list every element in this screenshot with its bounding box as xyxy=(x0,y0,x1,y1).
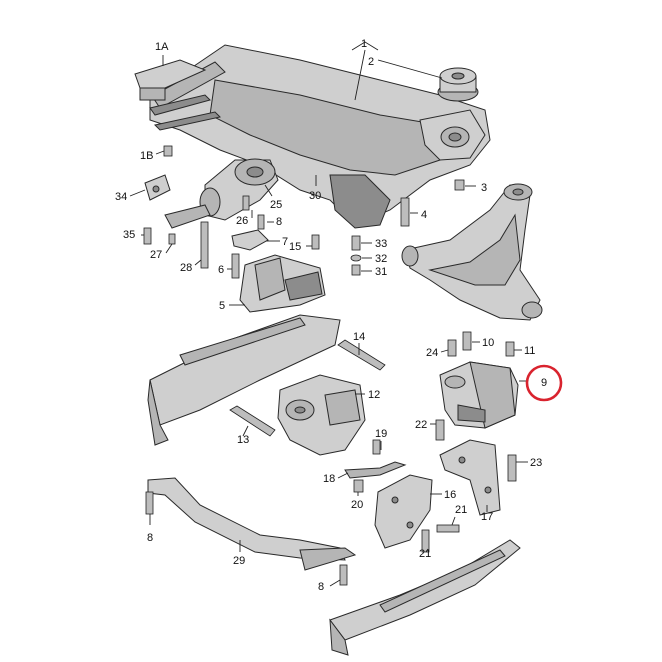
callout-24: 24 xyxy=(426,347,438,359)
callout-6: 6 xyxy=(218,264,224,276)
leader-lines xyxy=(129,41,528,587)
callout-21-upper: 21 xyxy=(455,504,467,516)
callout-26: 26 xyxy=(236,215,248,227)
callout-15: 15 xyxy=(289,241,301,253)
callout-23: 23 xyxy=(530,457,542,469)
callout-4: 4 xyxy=(421,209,427,221)
bracket-1a xyxy=(134,59,222,131)
callout-10: 10 xyxy=(482,337,494,349)
callout-13: 13 xyxy=(237,434,249,446)
callout-22: 22 xyxy=(415,419,427,431)
bracket-17 xyxy=(439,439,501,516)
callout-8-bottom: 8 xyxy=(318,581,324,593)
highlight-circle xyxy=(525,364,563,402)
longitudinal-member-right xyxy=(329,539,521,656)
callout-34: 34 xyxy=(115,191,127,203)
callout-1: 1 xyxy=(361,38,367,50)
engine-mount-5 xyxy=(239,254,326,313)
callout-12: 12 xyxy=(368,389,380,401)
callout-16: 16 xyxy=(444,489,456,501)
transmission-mount-9 xyxy=(439,361,519,429)
torque-rod xyxy=(164,158,279,229)
callout-28: 28 xyxy=(180,262,192,274)
callout-35: 35 xyxy=(123,229,135,241)
callout-11: 11 xyxy=(524,345,535,357)
pipe-18 xyxy=(344,461,407,479)
bracket-34 xyxy=(144,174,171,201)
bracket-7 xyxy=(231,229,269,251)
callout-33: 33 xyxy=(375,238,387,250)
callout-3: 3 xyxy=(481,182,487,194)
stay-29 xyxy=(147,477,357,571)
callout-27: 27 xyxy=(150,249,162,261)
callout-17: 17 xyxy=(481,511,493,523)
callout-25: 25 xyxy=(270,199,282,211)
callout-21-lower: 21 xyxy=(419,548,431,560)
callout-1a: 1A xyxy=(155,41,169,53)
callout-30: 30 xyxy=(309,190,321,202)
callout-5: 5 xyxy=(219,300,225,312)
callout-29: 29 xyxy=(233,555,245,567)
callout-19: 19 xyxy=(375,428,387,440)
subframe xyxy=(149,44,491,229)
callout-7: 7 xyxy=(282,236,288,248)
bracket-16 xyxy=(374,474,433,549)
longitudinal-member-left xyxy=(147,314,341,446)
callout-labels: 1A 1 2 1B 3 34 30 25 4 26 8 35 27 7 15 3… xyxy=(115,38,547,593)
callout-9[interactable]: 9 xyxy=(541,377,547,389)
bolts xyxy=(143,145,517,586)
gearbox-mount-12 xyxy=(277,374,366,456)
callout-31: 31 xyxy=(375,266,387,278)
control-arm xyxy=(401,183,543,321)
callout-14: 14 xyxy=(353,331,365,343)
callout-18: 18 xyxy=(323,473,335,485)
callout-32: 32 xyxy=(375,253,387,265)
callout-8-top: 8 xyxy=(276,216,282,228)
callout-20: 20 xyxy=(351,499,363,511)
rubber-bushing xyxy=(437,67,479,102)
callout-2: 2 xyxy=(368,56,374,68)
callout-1b: 1B xyxy=(140,150,153,162)
callout-8-left: 8 xyxy=(147,532,153,544)
